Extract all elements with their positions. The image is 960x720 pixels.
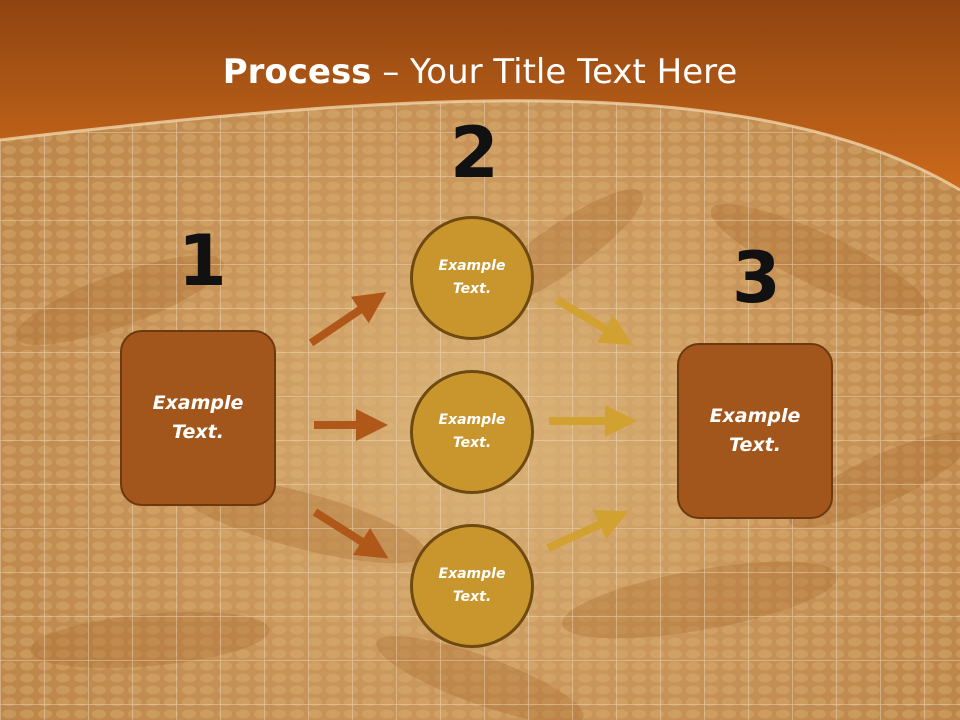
start-box-line1: Example <box>152 392 244 414</box>
circle-top[interactable]: Example Text. <box>410 216 534 340</box>
step-number-2: 2 <box>450 112 499 194</box>
step-number-3: 3 <box>732 237 781 319</box>
circle-top-line2: Text. <box>452 281 492 297</box>
circle-middle-line2: Text. <box>452 435 492 451</box>
end-box-line1: Example <box>709 405 801 427</box>
circle-top-line1: Example <box>438 258 506 274</box>
step-number-1: 1 <box>178 220 227 302</box>
circle-bottom-line1: Example <box>438 566 506 582</box>
arrow-box-to-top <box>308 292 387 347</box>
end-box[interactable]: Example Text. <box>677 343 833 519</box>
circle-middle-line1: Example <box>438 412 506 428</box>
header-band <box>0 0 960 192</box>
title-bold: Process <box>222 52 372 92</box>
circle-bottom-line2: Text. <box>452 589 492 605</box>
arrow-top-to-end <box>554 296 633 346</box>
arrow-bottom-to-end <box>546 510 629 552</box>
circle-middle[interactable]: Example Text. <box>410 370 534 494</box>
arrow-box-to-bottom <box>312 508 389 559</box>
start-box[interactable]: Example Text. <box>120 330 276 506</box>
end-box-line2: Text. <box>729 434 781 456</box>
slide-title: Process – Your Title Text Here <box>0 52 960 92</box>
circle-bottom[interactable]: Example Text. <box>410 524 534 648</box>
start-box-line2: Text. <box>172 421 224 443</box>
title-rest: – Your Title Text Here <box>371 52 738 92</box>
